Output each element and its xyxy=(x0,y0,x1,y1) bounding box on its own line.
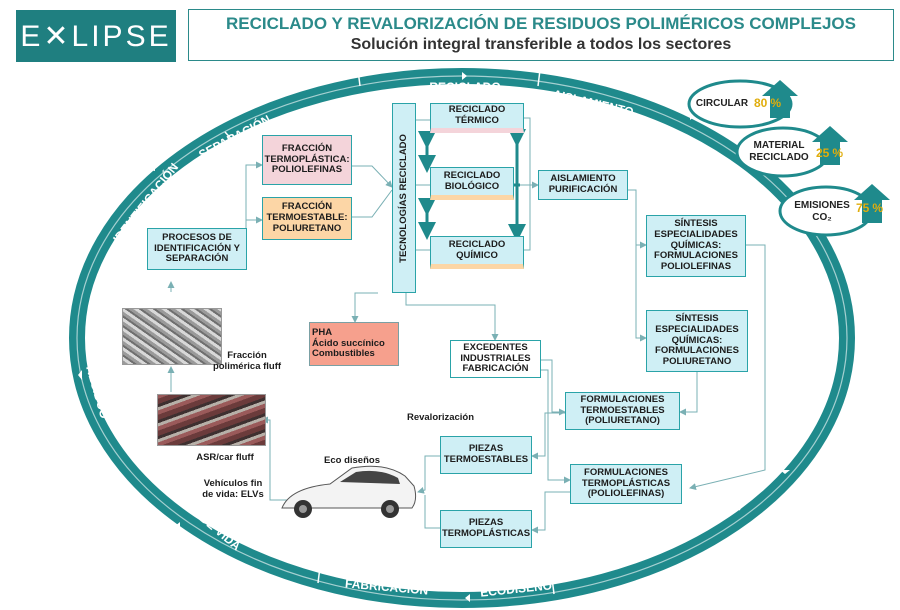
kpi-graphics xyxy=(687,79,890,237)
logo-text: E✕LIPSE xyxy=(20,19,172,53)
ring-label-reciclado: RECICLADO xyxy=(429,80,501,94)
label-asr: ASR/car fluff xyxy=(196,452,254,463)
box-sintesis-poliuretano: SÍNTESIS ESPECIALIDADES QUÍMICAS: FORMUL… xyxy=(646,310,748,372)
box-form-termoestables: FORMULACIONES TERMOESTABLES (POLIURETANO… xyxy=(565,392,680,430)
box-reciclado-termico: RECICLADO TÉRMICO xyxy=(430,103,524,133)
page-subtitle: Solución integral transferible a todos l… xyxy=(350,36,732,53)
title-frame xyxy=(188,9,894,61)
label-revalorizacion: Revalorización xyxy=(406,412,475,423)
car-illustration xyxy=(281,465,417,518)
box-procesos: PROCESOS DE IDENTIFICACIÓN Y SEPARACIÓN xyxy=(147,228,247,270)
box-reciclado-quimico: RECICLADO QUÍMICO xyxy=(430,236,524,269)
asr-photo xyxy=(157,394,266,446)
kpi-emisiones-value: 75% xyxy=(856,201,884,215)
label-vehiculos: Vehículos fin de vida: ELVs xyxy=(202,478,264,501)
page-title: RECICLADO Y REVALORIZACIÓN DE RESIDUOS P… xyxy=(225,14,856,33)
box-form-termoplasticas: FORMULACIONES TERMOPLÁSTICAS (POLIOLEFIN… xyxy=(570,464,682,504)
kpi-material-value: 25% xyxy=(816,146,844,160)
box-fraccion-termoestable: FRACCIÓN TERMOESTABLE: POLIURETANO xyxy=(262,197,352,240)
label-eco-disenos: Eco diseños xyxy=(324,455,380,466)
kpi-circular-label: CIRCULAR xyxy=(695,98,749,109)
box-sintesis-poliolefinas: SÍNTESIS ESPECIALIDADES QUÍMICAS: FORMUL… xyxy=(646,215,746,277)
box-piezas-termoestables: PIEZAS TERMOESTABLES xyxy=(440,436,532,474)
box-piezas-termoplasticas: PIEZAS TERMOPLÁSTICAS xyxy=(440,510,532,548)
box-tecnologias-reciclado: TECNOLOGÍAS RECICLADO xyxy=(392,103,416,293)
kpi-emisiones-label: EMISIONES CO₂ xyxy=(794,200,850,223)
ring-chevrons xyxy=(78,72,824,602)
box-fraccion-termoplastica: FRACCIÓN TERMOPLÁSTICA: POLIOLEFINAS xyxy=(262,135,352,185)
eclipse-logo: E✕LIPSE xyxy=(16,10,176,62)
box-aislamiento-purificacion: AISLAMIENTO PURIFICACIÓN xyxy=(538,170,628,200)
label-fraccion-fluff: Fracción polimérica fluff xyxy=(212,350,282,373)
kpi-material-label: MATERIAL RECICLADO xyxy=(749,140,809,163)
kpi-circular-value: 80% xyxy=(754,96,782,110)
fluff-photo xyxy=(122,308,222,365)
box-reciclado-biologico: RECICLADO BIOLÓGICO xyxy=(430,167,514,200)
box-pha: PHA Ácido succínico Combustibles xyxy=(309,322,399,366)
box-excedentes: EXCEDENTES INDUSTRIALES FABRICACIÓN xyxy=(450,340,541,378)
tecnologias-label: TECNOLOGÍAS RECICLADO xyxy=(397,133,409,263)
